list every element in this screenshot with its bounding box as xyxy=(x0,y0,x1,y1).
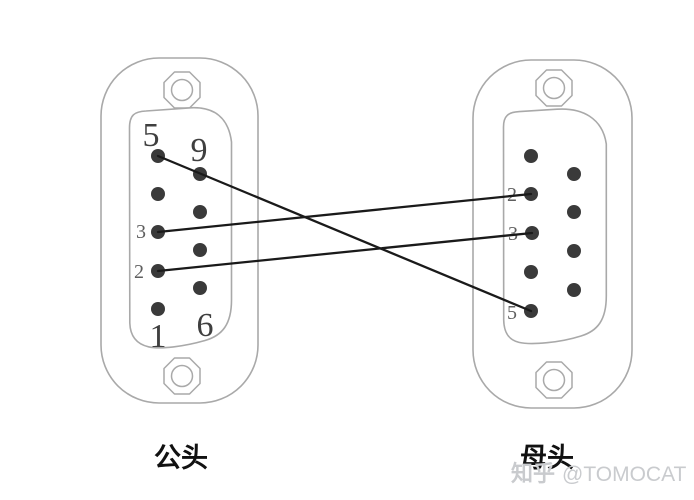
left-bottom-screw-hole xyxy=(163,357,201,395)
wire-2-to-3 xyxy=(156,231,534,273)
right-top-screw-hole xyxy=(535,69,573,107)
screw-circle xyxy=(542,76,566,100)
left-pin-dot xyxy=(151,187,165,201)
screw-circle xyxy=(170,364,194,388)
left-pin-label-3: 3 xyxy=(136,221,146,243)
left-top-screw-hole xyxy=(163,71,201,109)
left-pin-dot xyxy=(193,281,207,295)
right-connector-caption: 母头 xyxy=(520,443,574,473)
wire-5-to-5 xyxy=(156,154,533,313)
wire-connections xyxy=(156,154,534,313)
right-bottom-screw-hole xyxy=(535,361,573,399)
screw-circle xyxy=(542,368,566,392)
left-pin-dot xyxy=(151,302,165,316)
right-pin-dot xyxy=(524,265,538,279)
left-pin-label-6: 6 xyxy=(197,307,214,344)
right-pin-label-5: 5 xyxy=(507,302,517,324)
right-pin-dot xyxy=(567,205,581,219)
left-pin-label-5: 5 xyxy=(143,117,160,154)
right-pin-dot xyxy=(567,283,581,297)
left-pin-dot xyxy=(193,243,207,257)
left-pin-dot xyxy=(193,205,207,219)
left-pin-label-9: 9 xyxy=(191,132,208,169)
right-pin-dot xyxy=(567,167,581,181)
right-pin-field-outline xyxy=(502,108,608,345)
screw-circle xyxy=(170,78,194,102)
wire-3-to-2 xyxy=(156,192,533,234)
watermark-handle: @TOMOCAT xyxy=(562,463,687,486)
watermark: 知乎 @TOMOCAT xyxy=(511,461,687,486)
right-connector: 235 母头 xyxy=(472,59,633,473)
right-pin-dot xyxy=(524,149,538,163)
right-pin-dot xyxy=(567,244,581,258)
left-pin-label-2: 2 xyxy=(134,261,144,283)
watermark-brand: 知乎 xyxy=(511,461,555,486)
left-connector-caption: 公头 xyxy=(154,443,208,473)
left-pin-label-1: 1 xyxy=(150,318,167,355)
